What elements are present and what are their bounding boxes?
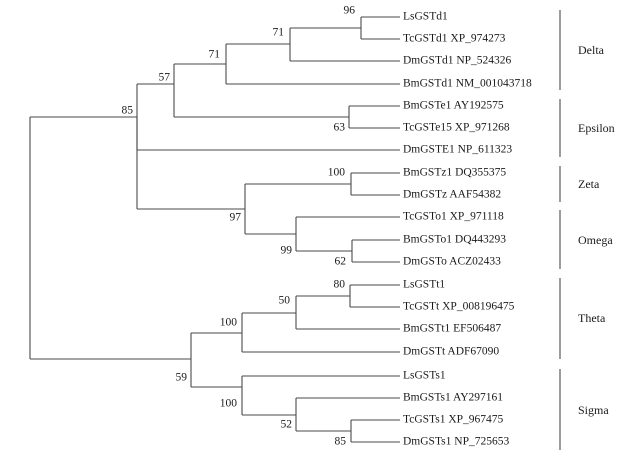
clade-label-theta: Theta	[578, 311, 606, 325]
bootstrap-value: 63	[333, 121, 346, 134]
bootstrap-value: 57	[158, 71, 171, 84]
leaf-label: DmGSTt ADF67090	[403, 345, 500, 358]
clade-label-delta: Delta	[578, 43, 604, 57]
leaf-label: BmGSTt1 EF506487	[403, 322, 502, 335]
leaf-label: BmGSTd1 NM_001043718	[403, 77, 532, 90]
bootstrap-value: 52	[280, 418, 293, 431]
bootstrap-value: 85	[121, 104, 134, 117]
clade-label-epsilon: Epsilon	[578, 121, 615, 135]
clade-label-zeta: Zeta	[578, 177, 600, 191]
leaf-label: BmGSTo1 DQ443293	[403, 233, 507, 246]
leaf-label: TcGSTd1 XP_974273	[403, 32, 506, 45]
bootstrap-value: 80	[333, 278, 346, 291]
leaf-label: DmGSTo ACZ02433	[403, 255, 501, 268]
leaf-label: LsGSTd1	[403, 10, 448, 23]
leaf-label: TcGSTe15 XP_971268	[403, 121, 510, 134]
bootstrap-value: 71	[272, 26, 285, 39]
bootstrap-value: 62	[334, 255, 347, 268]
bootstrap-value: 59	[175, 371, 188, 384]
leaf-label: TcGSTt XP_008196475	[403, 300, 515, 313]
leaf-label: BmGSTe1 AY192575	[403, 99, 504, 112]
leaf-label: DmGSTs1 NP_725653	[403, 435, 510, 448]
leaf-label: TcGSTs1 XP_967475	[403, 413, 504, 426]
clade-label-sigma: Sigma	[578, 403, 609, 417]
bootstrap-value: 50	[278, 294, 291, 307]
bootstrap-value: 96	[343, 4, 356, 17]
leaf-label: DmGSTE1 NP_611323	[403, 143, 513, 156]
bootstrap-value: 99	[280, 244, 293, 257]
bootstrap-value: 71	[208, 48, 221, 61]
bootstrap-value: 85	[334, 435, 347, 448]
leaf-label: LsGSTt1	[403, 278, 446, 291]
leaf-label: BmGSTz1 DQ355375	[403, 166, 507, 179]
leaf-label: LsGSTs1	[403, 369, 446, 382]
bootstrap-value: 100	[327, 166, 345, 179]
leaf-label: TcGSTo1 XP_971118	[403, 210, 504, 223]
clade-label-omega: Omega	[578, 233, 613, 247]
bootstrap-value: 100	[219, 316, 237, 329]
leaf-label: DmGSTd1 NP_524326	[403, 54, 512, 67]
bootstrap-value: 97	[229, 211, 242, 224]
branch-layer	[29, 16, 400, 443]
bootstrap-value: 100	[219, 397, 237, 410]
leaf-label: BmGSTs1 AY297161	[403, 391, 504, 404]
leaf-label: DmGSTz AAF54382	[403, 188, 502, 201]
